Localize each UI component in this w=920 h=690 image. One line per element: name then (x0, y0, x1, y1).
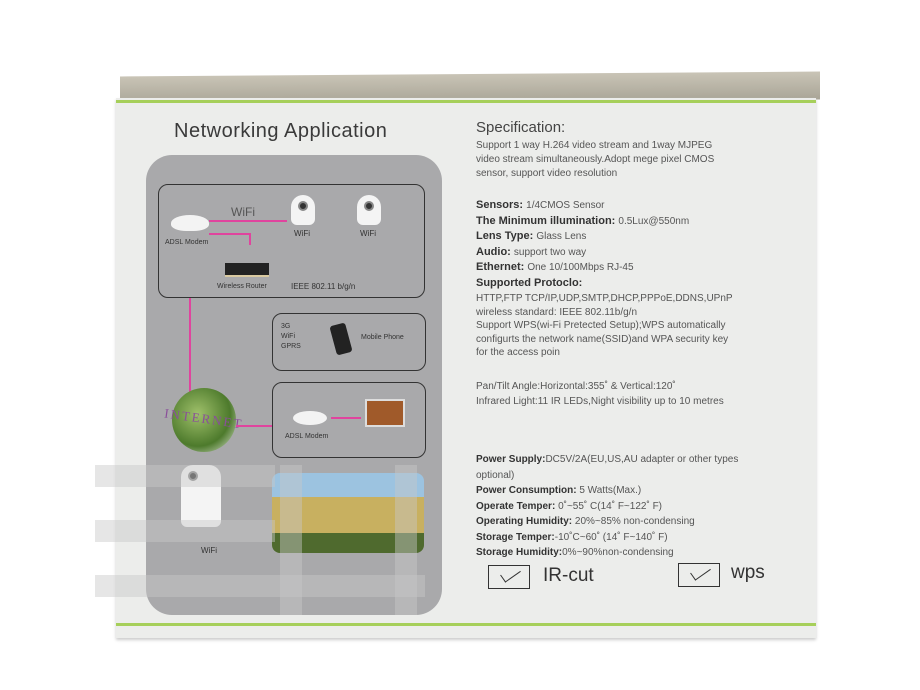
camera-icon (291, 195, 315, 225)
power-specs: Power Supply:DC5V/2A(EU,US,AU adapter or… (476, 454, 739, 558)
network-diagram: ADSL Modem WiFi Wireless Router WiFi WiF… (146, 155, 442, 615)
product-box: Networking Application ADSL Modem WiFi W… (116, 98, 816, 638)
spec-intro: Support 1 way H.264 video stream and 1wa… (476, 140, 715, 179)
wireless-router-label: Wireless Router (217, 283, 267, 290)
modem-icon (171, 215, 209, 231)
networking-title: Networking Application (174, 120, 388, 142)
ir-cut-checkbox (488, 565, 530, 589)
green-stripe (116, 623, 816, 626)
wps-checkbox (678, 563, 720, 587)
modem-icon (293, 411, 327, 425)
wifi-arrow (209, 220, 287, 222)
protocol-lines: HTTP,FTP TCP/IP,UDP,SMTP,DHCP,PPPoE,DDNS… (476, 293, 733, 358)
pan-ir: Pan/Tilt Angle:Horizontal:355˚ & Vertica… (476, 381, 724, 407)
wps-label: wps (731, 562, 765, 583)
mobile-phone-label: Mobile Phone (361, 334, 404, 341)
laptop-icon (365, 399, 405, 427)
wifi-network-box: ADSL Modem WiFi Wireless Router WiFi WiF… (158, 184, 425, 298)
house-photo (272, 473, 424, 553)
camera-wifi-label: WiFi (360, 229, 376, 238)
router-arrow (209, 233, 249, 235)
phone-icon (329, 322, 353, 356)
spec-items: Sensors: 1/4CMOS Sensor The Minimum illu… (476, 199, 690, 289)
router-icon (225, 263, 269, 277)
adsl-modem-label: ADSL Modem (165, 239, 209, 246)
adsl-modem-label: ADSL Modem (285, 433, 329, 440)
adsl-box: ADSL Modem (272, 382, 426, 458)
router-arrow-down (249, 233, 251, 245)
spec-title: Specification: (476, 119, 566, 136)
camera-wifi-label: WiFi (294, 229, 310, 238)
green-stripe (116, 100, 816, 103)
internet-link-arrow (189, 298, 191, 398)
globe-icon (172, 388, 236, 452)
ir-cut-label: IR-cut (543, 565, 594, 586)
camera-photo (181, 465, 221, 527)
laptop-arrow (331, 417, 361, 419)
camera-icon (357, 195, 381, 225)
wifi-label: WiFi (231, 205, 255, 219)
camera-wifi-label: WiFi (201, 546, 217, 555)
ieee-label: IEEE 802.11 b/g/n (291, 282, 356, 291)
internet-arrow (236, 425, 272, 427)
